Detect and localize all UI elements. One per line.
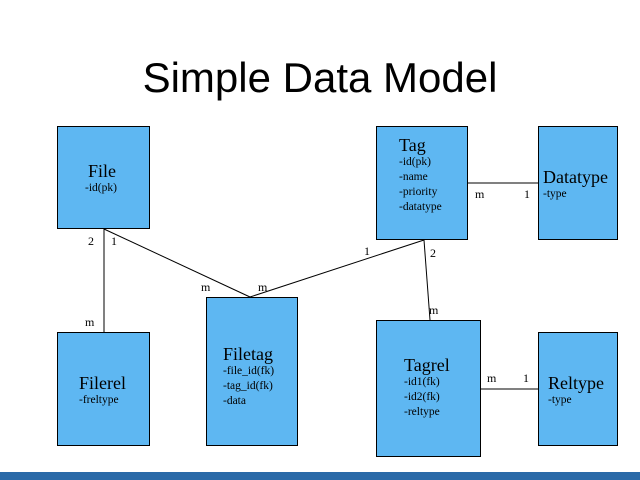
- entity-filetag[interactable]: Filetag -file_id(fk) -tag_id(fk) -data: [206, 297, 298, 446]
- cardinality-label: m: [475, 187, 485, 201]
- line-file-filetag: [103, 228, 251, 298]
- entity-datatype[interactable]: Datatype -type: [538, 126, 618, 240]
- cardinality-label: 1: [524, 187, 530, 201]
- entity-tag-attr: -id(pk): [399, 156, 431, 168]
- entity-file-name: File: [88, 161, 117, 181]
- entity-tagrel-attr: -reltype: [404, 406, 440, 418]
- cardinality-label: m: [258, 280, 268, 294]
- entity-file[interactable]: File -id(pk): [57, 126, 150, 229]
- entity-tagrel-attr: -id2(fk): [404, 391, 440, 403]
- entity-filerel[interactable]: Filerel -freltype: [57, 332, 150, 446]
- page-title: Simple Data Model: [142, 54, 498, 101]
- entity-tag-attr: -datatype: [399, 201, 442, 213]
- entity-filetag-attr: -data: [223, 395, 246, 407]
- line-tag-filetag: [249, 239, 425, 298]
- entity-filetag-attr: -tag_id(fk): [223, 380, 273, 392]
- entity-datatype-name: Datatype: [543, 167, 608, 187]
- entity-tagrel-attr: -id1(fk): [404, 376, 440, 388]
- entity-tag-attr: -priority: [399, 186, 438, 198]
- entity-file-attr: -id(pk): [85, 182, 117, 194]
- entity-datatype-attr: -type: [543, 188, 567, 200]
- entity-tag[interactable]: Tag -id(pk) -name -priority -datatype: [376, 126, 468, 240]
- entity-reltype[interactable]: Reltype -type: [538, 332, 618, 446]
- cardinality-label: 2: [88, 234, 94, 248]
- cardinality-label: 1: [111, 234, 117, 248]
- entity-tag-attr: -name: [399, 171, 428, 183]
- entity-filerel-name: Filerel: [79, 373, 126, 393]
- entity-tag-name: Tag: [399, 135, 426, 155]
- cardinality-label: m: [85, 315, 95, 329]
- cardinality-label: 1: [523, 371, 529, 385]
- entity-reltype-attr: -type: [548, 394, 572, 406]
- bottom-bar: [0, 472, 640, 480]
- cardinality-label: 1: [364, 244, 370, 258]
- cardinality-label: 2: [430, 246, 436, 260]
- entity-tagrel-name: Tagrel: [404, 355, 450, 375]
- cardinality-label: m: [429, 303, 439, 317]
- entity-filetag-name: Filetag: [223, 344, 273, 364]
- entity-filerel-attr: -freltype: [79, 394, 119, 406]
- cardinality-label: m: [201, 280, 211, 294]
- line-tag-tagrel: [423, 239, 431, 321]
- entity-reltype-name: Reltype: [548, 373, 604, 393]
- entity-tagrel[interactable]: Tagrel -id1(fk) -id2(fk) -reltype: [376, 320, 481, 457]
- entity-filetag-attr: -file_id(fk): [223, 365, 275, 377]
- cardinality-label: m: [487, 371, 497, 385]
